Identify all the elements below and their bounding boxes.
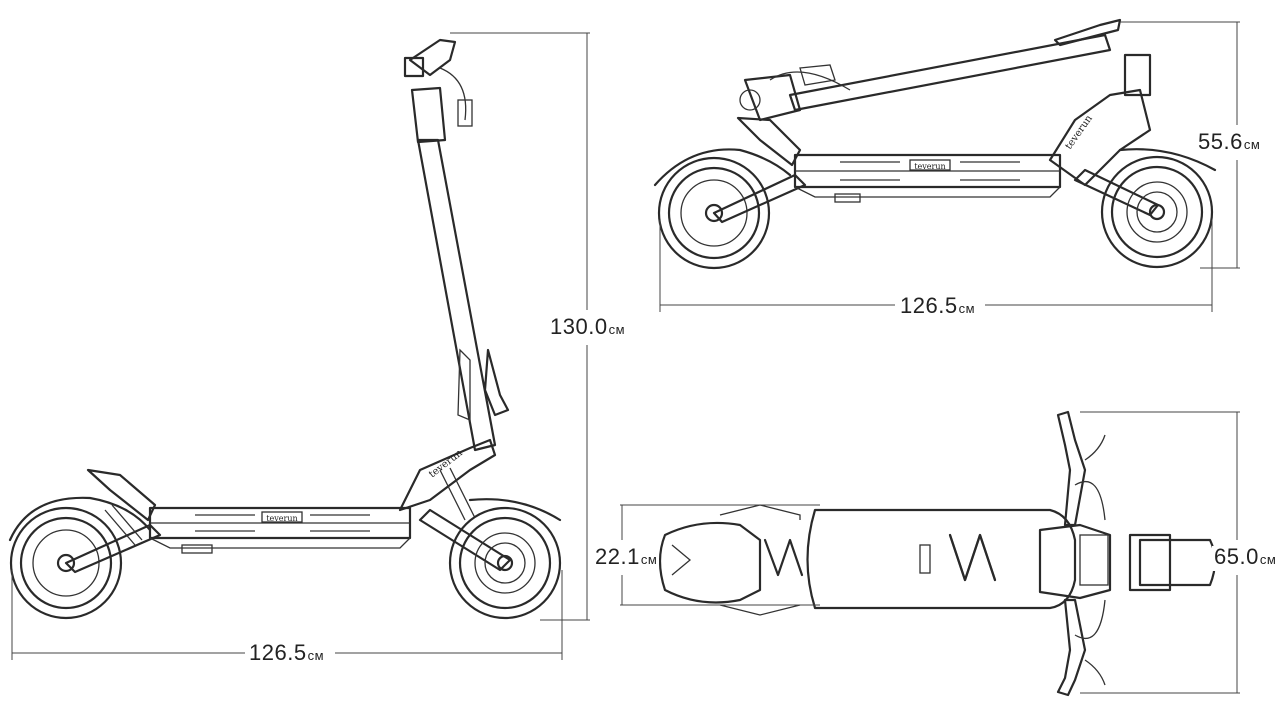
top-view bbox=[658, 410, 1217, 697]
folded-deck: teverun bbox=[793, 153, 1062, 203]
folded-rear-wheel bbox=[657, 156, 771, 270]
side-front-fender bbox=[468, 498, 562, 522]
side-view: teverun teverun bbox=[8, 38, 562, 620]
top-handlebar-width-label: 65.0см bbox=[1212, 544, 1279, 571]
side-stem bbox=[416, 138, 497, 452]
folded-deck-brand: teverun bbox=[914, 162, 945, 171]
folded-view: teverun teverun bbox=[653, 18, 1217, 270]
top-handlebar bbox=[1056, 410, 1106, 697]
folded-front-wheel bbox=[1100, 155, 1214, 269]
top-dimension-lines bbox=[620, 411, 1240, 694]
side-handlebar bbox=[403, 38, 473, 144]
folded-height-label: 55.6см bbox=[1196, 129, 1263, 156]
top-deck-width-label: 22.1см bbox=[593, 544, 660, 571]
side-front-swingarm bbox=[418, 508, 512, 572]
side-dimension-lines bbox=[11, 32, 590, 660]
top-rear-logo bbox=[763, 538, 804, 577]
top-front-wheel bbox=[1138, 538, 1217, 587]
side-front-wheel bbox=[448, 506, 562, 620]
folded-stem bbox=[788, 33, 1112, 112]
folded-length-label: 126.5см bbox=[898, 293, 977, 320]
folded-handlebar bbox=[739, 64, 851, 122]
side-rear-fender bbox=[8, 496, 152, 542]
side-height-label: 130.0см bbox=[548, 314, 627, 341]
side-frame-neck bbox=[398, 438, 497, 512]
side-rear-swingarm bbox=[64, 523, 162, 574]
side-length-label: 126.5см bbox=[247, 640, 326, 667]
side-rear-wheel bbox=[9, 506, 123, 620]
folded-dimension-lines bbox=[659, 21, 1240, 312]
side-deck-brand: teverun bbox=[266, 514, 297, 523]
top-front-head bbox=[1038, 523, 1112, 600]
side-deck: teverun bbox=[148, 506, 412, 554]
top-rear-fender bbox=[658, 521, 762, 604]
top-deck bbox=[806, 508, 1077, 610]
